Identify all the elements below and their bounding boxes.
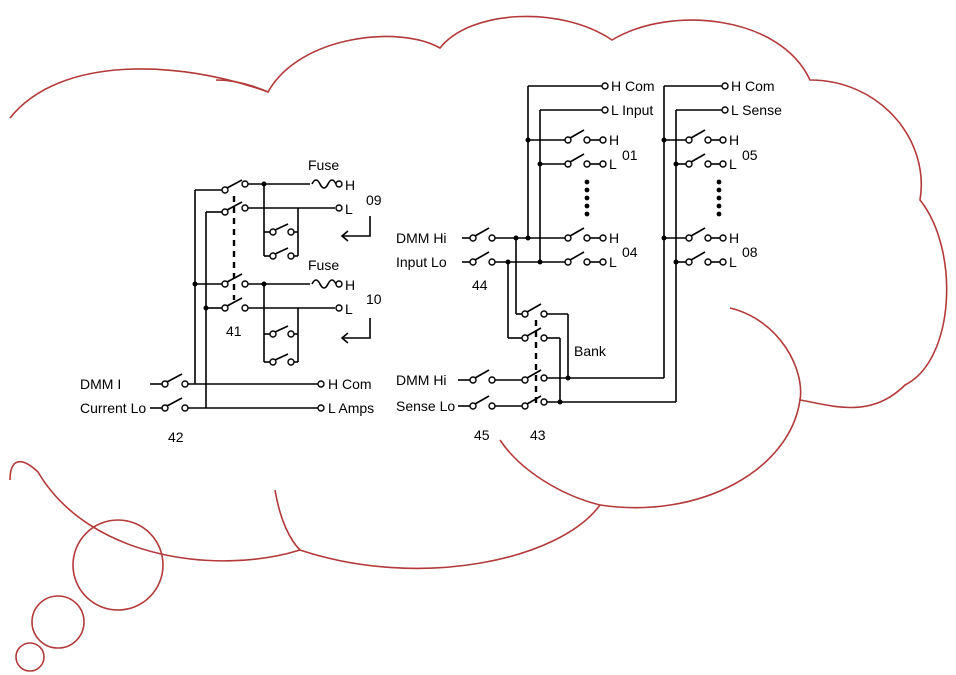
channel-10-label: 10	[366, 291, 382, 307]
l-08-label: L	[729, 254, 737, 270]
l-05-label: L	[729, 156, 737, 172]
bank-label: Bank	[574, 343, 607, 359]
h-04-label: H	[609, 230, 619, 246]
h-01-label: H	[609, 132, 619, 148]
fuse-label-09: Fuse	[308, 157, 339, 173]
thought-bubble-large	[72, 519, 164, 611]
cloud-bulge-inner-right	[729, 307, 802, 401]
cloud-bulge-inner-bottom	[499, 439, 601, 506]
cloud-bulge-inner-bl	[274, 489, 301, 551]
input-lo-label: Input Lo	[396, 254, 447, 270]
l-amps-label: L Amps	[328, 400, 374, 416]
channel-01-label: 01	[622, 147, 638, 163]
h-com-sense-label: H Com	[731, 78, 775, 94]
h-com-input-label: H Com	[611, 78, 655, 94]
dmm-hi-input-label: DMM Hi	[396, 230, 447, 246]
channel-08-label: 08	[742, 244, 758, 260]
input-sense-circuit	[458, 82, 729, 410]
amps-circuit	[150, 179, 371, 412]
switch-45-label: 45	[474, 427, 490, 443]
h-label-09: H	[345, 177, 355, 193]
h-08-label: H	[729, 230, 739, 246]
l-01-label: L	[609, 156, 617, 172]
h-com-amps-label: H Com	[328, 376, 372, 392]
dmm-hi-sense-label: DMM Hi	[396, 372, 447, 388]
cloud-outline	[9, 15, 948, 570]
channel-05-label: 05	[742, 147, 758, 163]
cloud-bulge-inner-left	[215, 79, 269, 93]
l-input-label: L Input	[611, 102, 653, 118]
current-lo-label: Current Lo	[80, 400, 146, 416]
sense-lo-label: Sense Lo	[396, 398, 455, 414]
thought-bubble-medium	[31, 595, 85, 649]
h-label-10: H	[345, 277, 355, 293]
channel-04-label: 04	[622, 244, 638, 260]
h-05-label: H	[729, 132, 739, 148]
channel-09-label: 09	[366, 192, 382, 208]
thought-bubble-small	[15, 642, 45, 672]
l-label-09: L	[345, 201, 353, 217]
diagram-labels: Fuse H L 09 Fuse H L 10 41 DMM I Current…	[80, 78, 782, 445]
l-label-10: L	[345, 301, 353, 317]
thought-cloud	[9, 15, 948, 672]
fuse-label-10: Fuse	[308, 257, 339, 273]
l-sense-label: L Sense	[731, 102, 782, 118]
switch-44-label: 44	[472, 277, 488, 293]
switch-43-label: 43	[530, 427, 546, 443]
switch-41-label: 41	[226, 323, 242, 339]
l-04-label: L	[609, 254, 617, 270]
dmm-i-label: DMM I	[80, 376, 121, 392]
switch-42-label: 42	[168, 429, 184, 445]
